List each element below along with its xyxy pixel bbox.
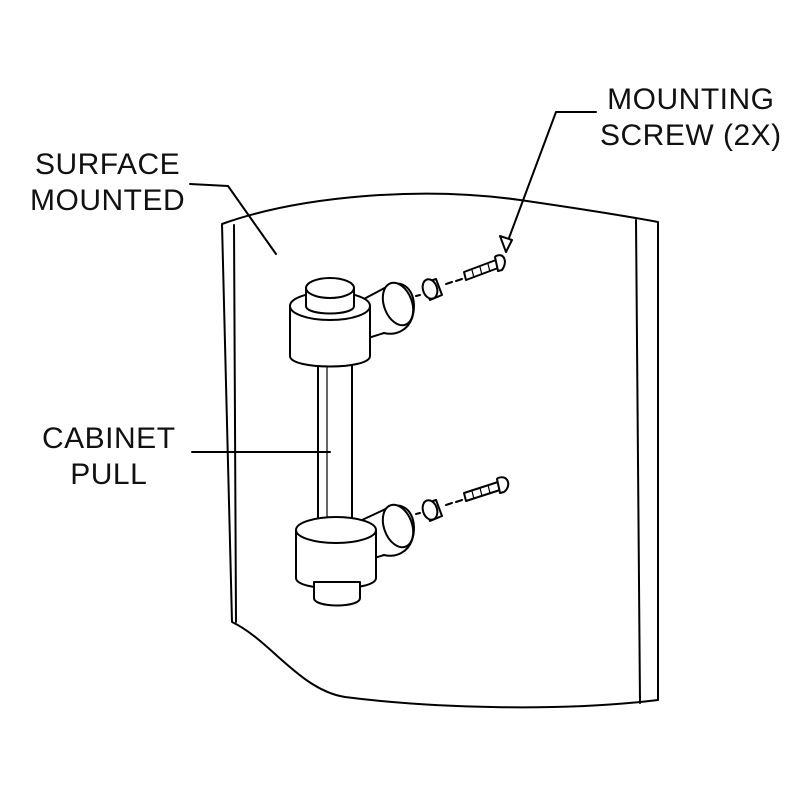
top-mounting-hardware	[415, 254, 506, 301]
bottom-mounting-hardware	[415, 476, 510, 522]
cabinet-pull-label-line-1: CABINET	[42, 422, 176, 455]
surface-mounted-label-line-1: SURFACE	[34, 148, 181, 181]
surface-mounted-label-line-2: MOUNTED	[30, 184, 186, 217]
mounting-screw-label: MOUNTING SCREW (2X)	[600, 82, 782, 154]
cabinet-door-panel	[221, 192, 659, 709]
cabinet-pull-label-line-2: PULL	[70, 458, 148, 491]
mounting-screw-label-line-1: MOUNTING	[607, 83, 775, 116]
mounting-screw-label-line-2: SCREW (2X)	[600, 119, 782, 152]
surface-mounted-label: SURFACE MOUNTED	[30, 147, 185, 219]
cabinet-pull-label: CABINET PULL	[42, 421, 176, 493]
leader-lines	[189, 111, 597, 453]
cabinet-pull-handle	[289, 277, 415, 607]
